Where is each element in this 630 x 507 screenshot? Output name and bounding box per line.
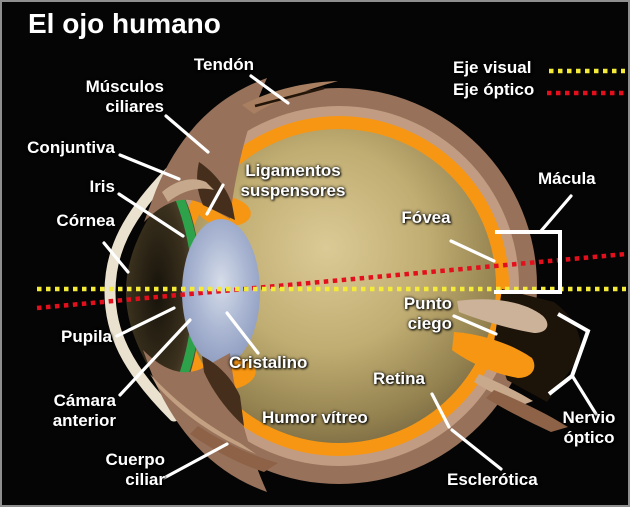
pointer-macula	[539, 194, 573, 233]
pointer-nervio-optico	[571, 375, 598, 416]
ciliary-body-area	[143, 350, 278, 492]
pointer-camara-anterior	[118, 318, 192, 397]
optic-disc-orange	[452, 332, 535, 378]
nerve-sliver-pale	[474, 374, 533, 406]
pointer-pupila	[115, 306, 176, 338]
pointer-iris	[117, 192, 185, 238]
label-ligamentos-suspensores: Ligamentos suspensores	[240, 161, 346, 200]
muscle-highlight-top	[162, 179, 214, 202]
pointer-punto-ciego	[452, 314, 498, 336]
legend-swatches	[547, 68, 626, 96]
diagram-title: El ojo humano	[28, 8, 221, 39]
muscle-dark-top	[197, 162, 235, 220]
pointer-ligamentos	[205, 183, 225, 216]
label-camara-anterior: Cámara anterior	[52, 391, 116, 430]
vitreous-interior	[182, 129, 496, 443]
label-musculos-ciliares: Músculos ciliares	[85, 77, 164, 116]
pointer-tendon	[249, 74, 290, 105]
label-pupila: Pupila	[60, 327, 112, 346]
ciliary-body-sliver-dark	[190, 426, 278, 472]
muscle-dark-bottom	[202, 356, 244, 426]
nerve-sliver-brown	[486, 390, 568, 432]
pointer-lines	[102, 74, 598, 480]
pointer-conjuntiva	[118, 153, 181, 181]
macula-bracket	[494, 230, 562, 294]
lens-shape	[182, 219, 260, 365]
label-cornea: Córnea	[56, 211, 115, 230]
pointer-cristalino	[225, 311, 260, 355]
pointer-retina	[430, 392, 451, 429]
label-punto-ciego: Punto ciego	[403, 294, 452, 333]
legend-optical-axis-label: Eje óptico	[453, 80, 535, 99]
pointer-esclerotica	[450, 428, 503, 471]
label-cristalino: Cristalino	[229, 353, 308, 372]
nervio-optico-bracket	[547, 312, 591, 396]
pointer-cornea	[102, 241, 130, 274]
label-iris: Iris	[89, 177, 115, 196]
optic-nerve-area	[452, 289, 581, 432]
label-humor-vitreo: Humor vítreo	[262, 408, 368, 427]
label-macula: Mácula	[538, 169, 596, 188]
label-nervio-optico: Nervio óptico	[562, 408, 616, 447]
pointer-fovea	[449, 239, 496, 263]
brackets	[494, 230, 591, 396]
tendon-slit	[254, 86, 325, 108]
label-cuerpo-ciliar: Cuerpo ciliar	[105, 450, 166, 489]
pointer-musculos-ciliares	[164, 114, 210, 154]
legend-visual-axis-label: Eje visual	[453, 58, 532, 77]
tendon-shape	[242, 81, 338, 114]
label-retina: Retina	[373, 369, 425, 388]
label-conjuntiva: Conjuntiva	[27, 138, 115, 157]
label-tendon: Tendón	[193, 55, 254, 74]
blind-spot-flap	[457, 299, 548, 333]
pointer-cuerpo-ciliar	[162, 442, 229, 480]
label-esclerotica: Esclerótica	[447, 470, 538, 489]
label-fovea: Fóvea	[401, 208, 451, 227]
